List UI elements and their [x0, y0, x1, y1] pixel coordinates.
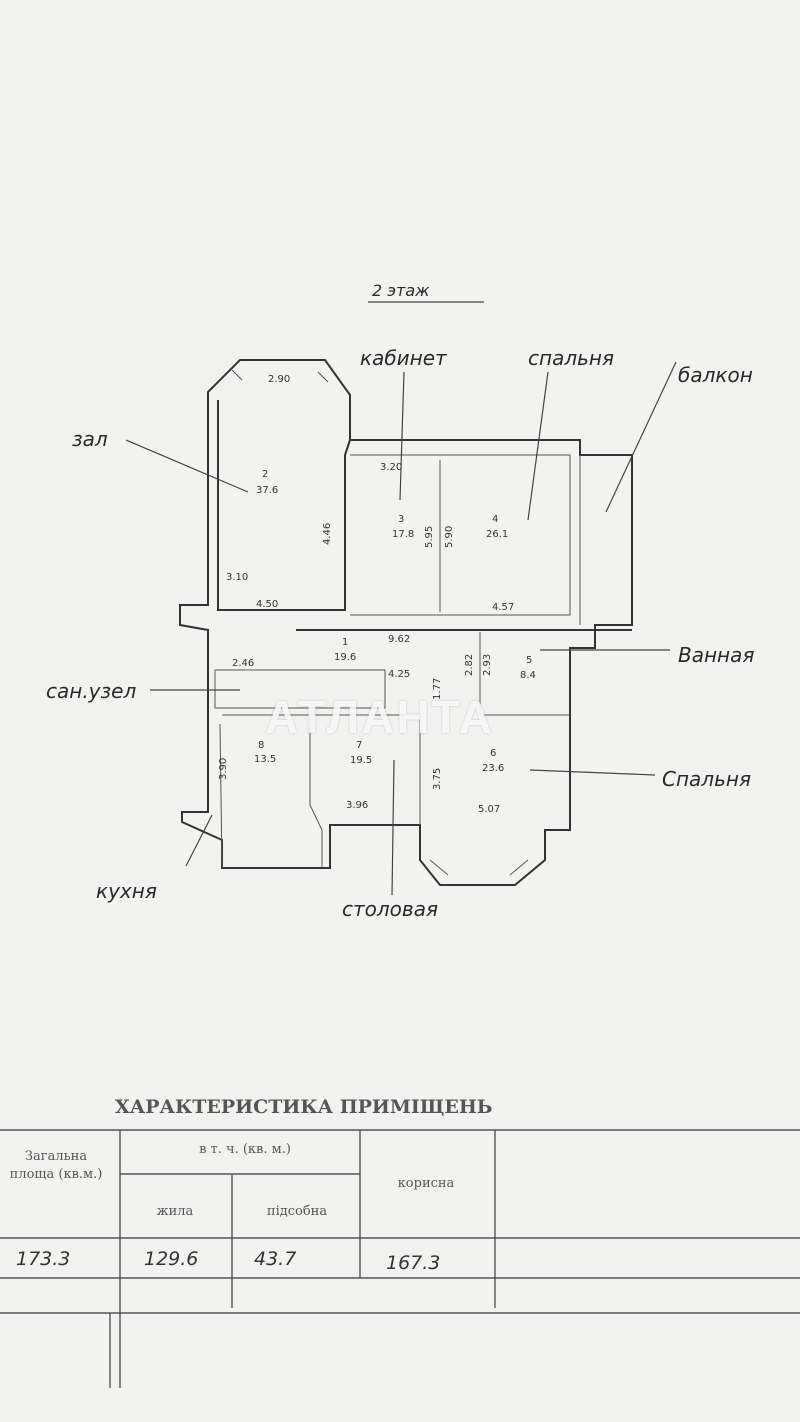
room-1-num: 1 — [342, 637, 348, 648]
label-spalnya-right: Спальня — [662, 767, 751, 791]
room-8-num: 8 — [258, 740, 264, 751]
room-4-num: 4 — [492, 514, 498, 525]
room-2-num: 2 — [262, 469, 268, 480]
floor-plan: 2 этаж 2 37.6 3 17.8 4 26.1 1 19.6 5 8.4… — [46, 281, 754, 921]
room-4-area: 26.1 — [486, 529, 508, 540]
table-title: ХАРАКТЕРИСТИКА ПРИМІЩЕНЬ — [115, 1096, 493, 1118]
label-vannaya: Ванная — [678, 643, 754, 667]
dim-3-90: 3.90 — [218, 758, 229, 780]
value-useful: 167.3 — [386, 1252, 441, 1274]
value-aux: 43.7 — [254, 1248, 297, 1270]
dim-4-50: 4.50 — [256, 599, 278, 610]
table-grid — [0, 1129, 800, 1388]
label-kukhnya: кухня — [96, 879, 157, 903]
dim-3-10: 3.10 — [226, 572, 248, 583]
dim-3-96: 3.96 — [346, 800, 368, 811]
dim-4-25: 4.25 — [388, 669, 410, 680]
col-living-header: жила — [156, 1204, 194, 1219]
dim-2-90: 2.90 — [268, 374, 290, 385]
dim-4-46: 4.46 — [322, 523, 333, 545]
floor-title: 2 этаж — [372, 281, 430, 300]
characteristics-table: ХАРАКТЕРИСТИКА ПРИМІЩЕНЬ Загальна площа … — [0, 1068, 800, 1398]
dim-2-93: 2.93 — [482, 654, 493, 676]
room-1-area: 19.6 — [334, 652, 356, 663]
label-balkon: балкон — [678, 363, 753, 387]
value-total: 173.3 — [16, 1248, 71, 1270]
value-living: 129.6 — [144, 1248, 199, 1270]
room-7-num: 7 — [356, 740, 362, 751]
dim-3-75: 3.75 — [432, 768, 443, 790]
room-3-area: 17.8 — [392, 529, 414, 540]
dim-5-90: 5.90 — [444, 526, 455, 548]
label-kabinet: кабинет — [360, 346, 448, 370]
dim-3-20: 3.20 — [380, 462, 402, 473]
dim-2-82: 2.82 — [464, 654, 475, 676]
watermark-logo: АТЛАНТА — [265, 691, 495, 743]
room-6-area: 23.6 — [482, 763, 504, 774]
label-stolovaya: столовая — [342, 897, 438, 921]
room-6-num: 6 — [490, 748, 496, 759]
room-7-area: 19.5 — [350, 755, 372, 766]
room-3-num: 3 — [398, 514, 404, 525]
dim-5-95: 5.95 — [424, 526, 435, 548]
dim-1-77: 1.77 — [432, 678, 443, 700]
room-5-num: 5 — [526, 655, 532, 666]
label-san-uzel: сан.узел — [46, 679, 136, 703]
col-useful-header: корисна — [397, 1176, 455, 1191]
label-zal: зал — [72, 427, 108, 451]
dim-4-57: 4.57 — [492, 602, 514, 613]
dim-2-46: 2.46 — [232, 658, 254, 669]
dim-5-07: 5.07 — [478, 804, 500, 815]
col-group-header: в т. ч. (кв. м.) — [199, 1142, 291, 1157]
label-spalnya-top: спальня — [528, 346, 614, 370]
room-8-area: 13.5 — [254, 754, 276, 765]
col-aux-header: підсобна — [266, 1204, 328, 1219]
col-total-header: Загальна площа (кв.м.) — [9, 1149, 103, 1182]
dim-9-62: 9.62 — [388, 634, 410, 645]
room-2-area: 37.6 — [256, 485, 278, 496]
room-5-area: 8.4 — [520, 670, 536, 681]
